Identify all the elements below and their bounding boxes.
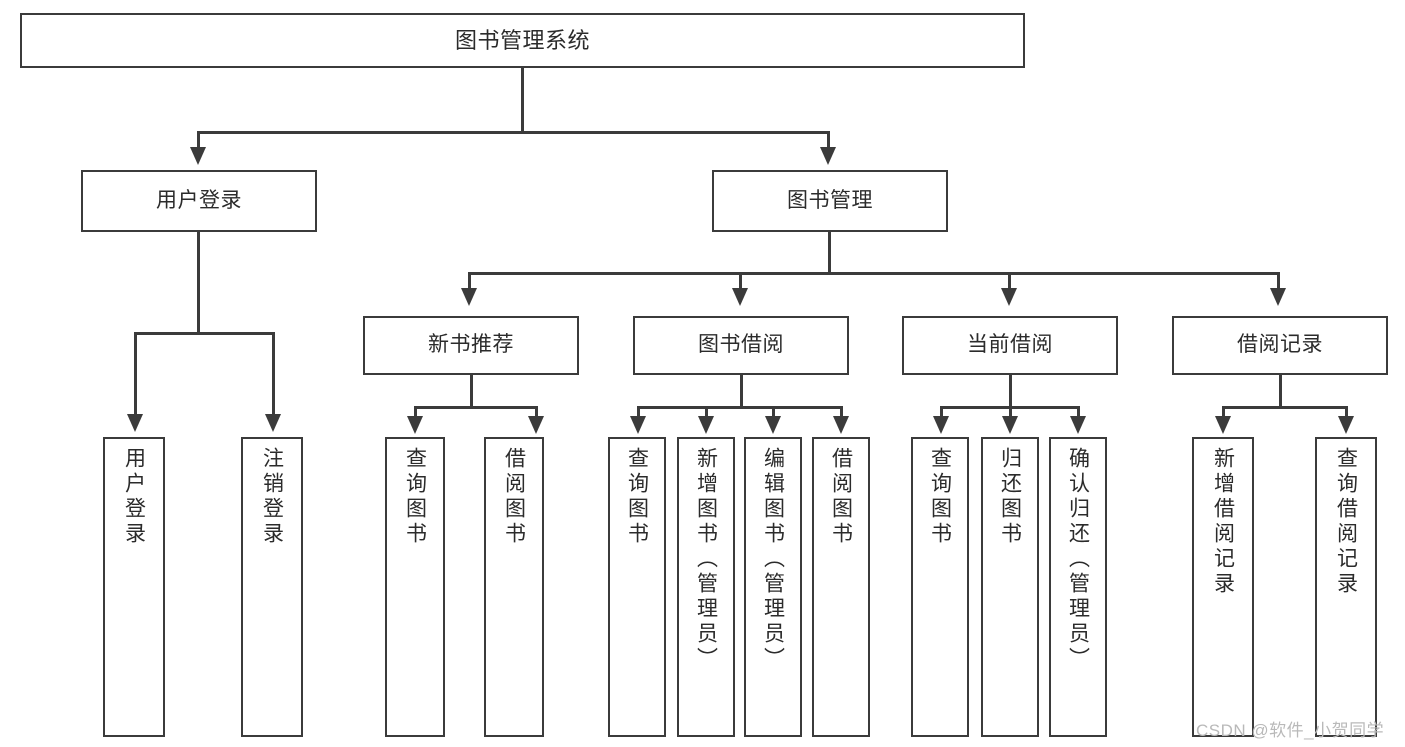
connector-book-borrow-bus bbox=[637, 406, 843, 409]
leaf-confirm-return-label: 确认归还（管理员） bbox=[1066, 447, 1090, 672]
leaf-query-book-2[interactable]: 查询图书 bbox=[608, 437, 666, 737]
leaf-user-login[interactable]: 用户登录 bbox=[103, 437, 165, 737]
arrow-to-leaf-add-book bbox=[698, 416, 714, 434]
arrow-to-leaf-borrow-book-1 bbox=[528, 416, 544, 434]
connector-new-book-recommend-stem bbox=[470, 375, 473, 409]
connector-borrow-record-stem bbox=[1279, 375, 1282, 409]
connector-book-borrow-drop-3 bbox=[772, 406, 775, 418]
connector-root-drop-left bbox=[197, 131, 200, 149]
leaf-add-record-label: 新增借阅记录 bbox=[1211, 447, 1235, 597]
connector-book-borrow-drop-4 bbox=[840, 406, 843, 418]
connector-user-login-drop-1 bbox=[134, 332, 137, 415]
leaf-query-record-label: 查询借阅记录 bbox=[1334, 447, 1358, 597]
node-book-manage[interactable]: 图书管理 bbox=[712, 170, 948, 232]
node-user-login[interactable]: 用户登录 bbox=[81, 170, 317, 232]
arrow-to-borrow-record bbox=[1270, 288, 1286, 306]
connector-current-borrow-drop-2 bbox=[1009, 406, 1012, 418]
leaf-query-record[interactable]: 查询借阅记录 bbox=[1315, 437, 1377, 737]
connector-book-borrow-drop-1 bbox=[637, 406, 640, 418]
node-book-manage-label: 图书管理 bbox=[787, 188, 873, 212]
connector-current-borrow-drop-1 bbox=[940, 406, 943, 418]
node-current-borrow-label: 当前借阅 bbox=[967, 333, 1053, 357]
arrow-to-leaf-edit-book bbox=[765, 416, 781, 434]
leaf-user-login-label: 用户登录 bbox=[122, 447, 146, 547]
connector-book-borrow-drop-2 bbox=[705, 406, 708, 418]
node-user-login-label: 用户登录 bbox=[156, 188, 242, 212]
leaf-logout-login[interactable]: 注销登录 bbox=[241, 437, 303, 737]
connector-root-drop-right bbox=[827, 131, 830, 149]
arrow-to-leaf-add-record bbox=[1215, 416, 1231, 434]
leaf-borrow-book-2[interactable]: 借阅图书 bbox=[812, 437, 870, 737]
arrow-to-leaf-query-book-2 bbox=[630, 416, 646, 434]
arrow-to-new-book-recommend bbox=[461, 288, 477, 306]
connector-borrow-record-drop-2 bbox=[1345, 406, 1348, 418]
leaf-edit-book[interactable]: 编辑图书（管理员） bbox=[744, 437, 802, 737]
leaf-query-book-1[interactable]: 查询图书 bbox=[385, 437, 445, 737]
connector-user-login-drop-2 bbox=[272, 332, 275, 415]
connector-root-stem bbox=[521, 68, 524, 133]
arrow-to-user-login bbox=[190, 147, 206, 165]
node-root-label: 图书管理系统 bbox=[454, 27, 590, 53]
leaf-borrow-book-1[interactable]: 借阅图书 bbox=[484, 437, 544, 737]
arrow-to-leaf-query-record bbox=[1338, 416, 1354, 434]
node-book-borrow-label: 图书借阅 bbox=[698, 333, 784, 357]
connector-new-book-recommend-drop-1 bbox=[414, 406, 417, 418]
node-root[interactable]: 图书管理系统 bbox=[20, 13, 1025, 68]
arrow-to-leaf-logout-login bbox=[265, 414, 281, 432]
connector-user-login-bus bbox=[134, 332, 275, 335]
leaf-add-book-label: 新增图书（管理员） bbox=[694, 447, 718, 672]
connector-book-manage-drop-2 bbox=[739, 272, 742, 290]
node-new-book-recommend[interactable]: 新书推荐 bbox=[363, 316, 579, 375]
arrow-to-leaf-query-book-1 bbox=[407, 416, 423, 434]
arrow-to-book-manage bbox=[820, 147, 836, 165]
arrow-to-current-borrow bbox=[1001, 288, 1017, 306]
connector-current-borrow-stem bbox=[1009, 375, 1012, 409]
leaf-borrow-book-1-label: 借阅图书 bbox=[502, 447, 526, 547]
leaf-add-record[interactable]: 新增借阅记录 bbox=[1192, 437, 1254, 737]
connector-book-manage-drop-4 bbox=[1277, 272, 1280, 290]
arrow-to-leaf-confirm-return bbox=[1070, 416, 1086, 434]
leaf-query-book-3[interactable]: 查询图书 bbox=[911, 437, 969, 737]
leaf-query-book-2-label: 查询图书 bbox=[625, 447, 649, 547]
connector-book-manage-bus bbox=[468, 272, 1280, 275]
leaf-borrow-book-2-label: 借阅图书 bbox=[829, 447, 853, 547]
node-new-book-recommend-label: 新书推荐 bbox=[428, 333, 514, 357]
connector-borrow-record-bus bbox=[1222, 406, 1348, 409]
connector-borrow-record-drop-1 bbox=[1222, 406, 1225, 418]
leaf-add-book[interactable]: 新增图书（管理员） bbox=[677, 437, 735, 737]
arrow-to-leaf-user-login bbox=[127, 414, 143, 432]
connector-new-book-recommend-bus bbox=[414, 406, 538, 409]
arrow-to-leaf-query-book-3 bbox=[933, 416, 949, 434]
node-borrow-record[interactable]: 借阅记录 bbox=[1172, 316, 1388, 375]
leaf-return-book-label: 归还图书 bbox=[998, 447, 1022, 547]
connector-user-login-stem bbox=[197, 232, 200, 334]
arrow-to-leaf-return-book bbox=[1002, 416, 1018, 434]
leaf-return-book[interactable]: 归还图书 bbox=[981, 437, 1039, 737]
node-borrow-record-label: 借阅记录 bbox=[1237, 333, 1323, 357]
connector-book-manage-stem bbox=[828, 232, 831, 274]
connector-book-manage-drop-3 bbox=[1008, 272, 1011, 290]
leaf-logout-login-label: 注销登录 bbox=[260, 447, 284, 547]
connector-new-book-recommend-drop-2 bbox=[535, 406, 538, 418]
connector-current-borrow-drop-3 bbox=[1077, 406, 1080, 418]
connector-root-bus bbox=[197, 131, 830, 134]
leaf-query-book-3-label: 查询图书 bbox=[928, 447, 952, 547]
leaf-query-book-1-label: 查询图书 bbox=[403, 447, 427, 547]
connector-book-manage-drop-1 bbox=[468, 272, 471, 290]
arrow-to-book-borrow bbox=[732, 288, 748, 306]
arrow-to-leaf-borrow-book-2 bbox=[833, 416, 849, 434]
leaf-edit-book-label: 编辑图书（管理员） bbox=[761, 447, 785, 672]
leaf-confirm-return[interactable]: 确认归还（管理员） bbox=[1049, 437, 1107, 737]
connector-book-borrow-stem bbox=[740, 375, 743, 409]
node-current-borrow[interactable]: 当前借阅 bbox=[902, 316, 1118, 375]
node-book-borrow[interactable]: 图书借阅 bbox=[633, 316, 849, 375]
